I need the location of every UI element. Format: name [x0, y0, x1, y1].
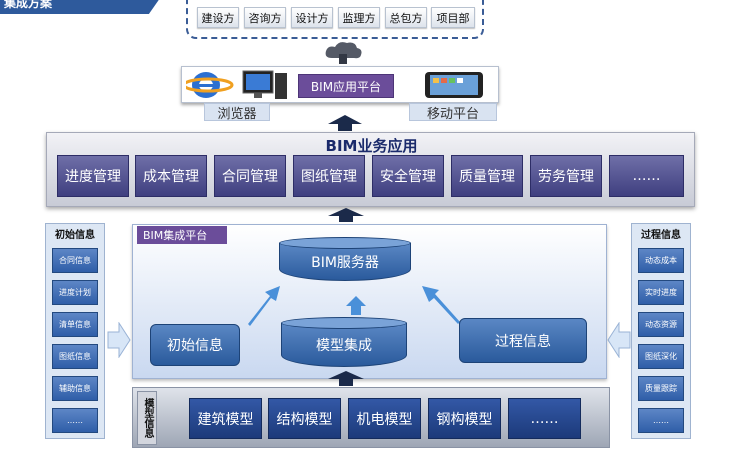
module-safety[interactable]: 安全管理 [372, 155, 444, 197]
flow-arrows [248, 286, 460, 326]
party-owner[interactable]: 建设方 [197, 7, 239, 28]
process-info-item[interactable]: 实时进度 [638, 280, 684, 305]
right-arrow-icon [107, 322, 131, 358]
model-structure[interactable]: 结构模型 [268, 398, 341, 439]
module-labor[interactable]: 劳务管理 [530, 155, 602, 197]
initial-info-title: 初始信息 [55, 230, 95, 241]
initial-info-block: 初始信息 [150, 324, 240, 366]
module-more[interactable]: …… [609, 155, 684, 197]
process-info-item[interactable]: 动态资源 [638, 312, 684, 337]
model-mep[interactable]: 机电模型 [348, 398, 421, 439]
initial-info-item[interactable]: 图纸信息 [52, 344, 98, 369]
cloud-arrow-icon [325, 42, 362, 64]
desktop-computer-icon [242, 70, 287, 99]
initial-info-item[interactable]: 进度计划 [52, 280, 98, 305]
initial-info-item[interactable]: 清单信息 [52, 312, 98, 337]
party-project-dept[interactable]: 项目部 [431, 7, 475, 28]
process-info-item[interactable]: 图纸深化 [638, 344, 684, 369]
initial-info-item[interactable]: 辅助信息 [52, 376, 98, 401]
bim-server-top [279, 237, 411, 249]
module-drawings[interactable]: 图纸管理 [293, 155, 365, 197]
browser-label: 浏览器 [204, 103, 270, 122]
model-more[interactable]: …… [508, 398, 581, 439]
mobile-platform-label: 移动平台 [409, 103, 497, 122]
model-steel[interactable]: 钢构模型 [428, 398, 501, 439]
up-arrow-icon [328, 371, 364, 386]
ie-browser-icon [186, 72, 234, 98]
process-info-title: 过程信息 [641, 230, 681, 241]
bim-business-apps-title: BIM业务应用 [325, 137, 418, 155]
initial-info-item[interactable]: 合同信息 [52, 248, 98, 273]
party-contractor[interactable]: 总包方 [385, 7, 427, 28]
process-info-item[interactable]: …… [638, 408, 684, 433]
model-info-label: 模型信息 [137, 391, 157, 445]
model-integration-top [281, 317, 407, 329]
initial-info-panel: 初始信息 合同信息 进度计划 清单信息 图纸信息 辅助信息 …… [45, 223, 105, 439]
bim-server: BIM服务器 [279, 237, 411, 283]
bim-app-platform-label: BIM应用平台 [298, 74, 394, 98]
process-info-block: 过程信息 [459, 318, 587, 363]
module-cost[interactable]: 成本管理 [135, 155, 207, 197]
module-schedule[interactable]: 进度管理 [57, 155, 129, 197]
process-info-panel: 过程信息 动态成本 实时进度 动态资源 图纸深化 质量跟踪 …… [631, 223, 691, 439]
page-title-fragment: 集成方案 [4, 0, 53, 10]
process-info-item[interactable]: 动态成本 [638, 248, 684, 273]
left-arrow-icon [607, 322, 631, 358]
process-info-item[interactable]: 质量跟踪 [638, 376, 684, 401]
bim-integration-label: BIM集成平台 [137, 226, 227, 244]
party-designer[interactable]: 设计方 [291, 7, 333, 28]
model-architecture[interactable]: 建筑模型 [189, 398, 262, 439]
module-quality[interactable]: 质量管理 [451, 155, 523, 197]
party-consultant[interactable]: 咨询方 [244, 7, 286, 28]
party-supervisor[interactable]: 监理方 [338, 7, 380, 28]
module-contract[interactable]: 合同管理 [214, 155, 286, 197]
up-arrow-icon [328, 208, 364, 222]
model-integration-label: 模型集成 [281, 323, 407, 367]
up-arrow-icon [328, 115, 362, 131]
initial-info-item[interactable]: …… [52, 408, 98, 433]
model-integration-block: 模型集成 [281, 317, 407, 369]
tablet-mobile-icon [425, 72, 483, 98]
